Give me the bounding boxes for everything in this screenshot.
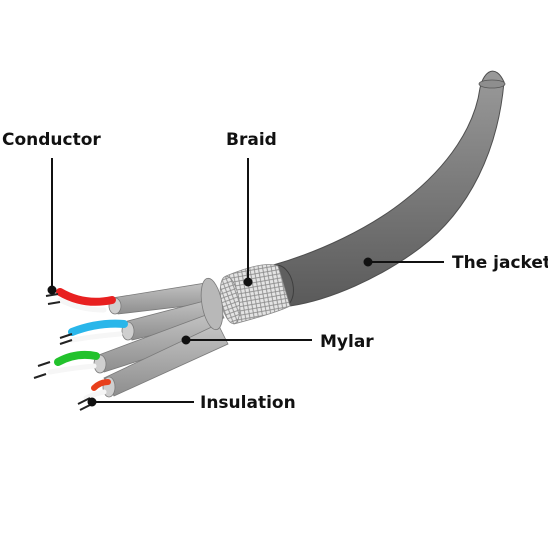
label-mylar: Mylar bbox=[320, 332, 374, 352]
leader-lines bbox=[47, 158, 444, 407]
leader-braid-dot bbox=[243, 277, 253, 287]
conductor-tip-red-2 bbox=[47, 301, 61, 305]
label-braid: Braid bbox=[226, 130, 277, 150]
wire-red-white bbox=[57, 297, 107, 313]
conductor-tip-red bbox=[45, 293, 59, 297]
cable-jacket bbox=[269, 70, 505, 307]
wire-blue-white bbox=[69, 331, 123, 343]
braid-group bbox=[219, 264, 291, 325]
wire-blue bbox=[68, 319, 128, 336]
leader-jacket-dot bbox=[363, 257, 373, 267]
conductor-tip-green-2 bbox=[33, 373, 47, 379]
wire-green-white bbox=[47, 363, 97, 375]
label-conductor: Conductor bbox=[2, 130, 101, 150]
conductor-tip-blue bbox=[59, 333, 73, 339]
jacket-top-end bbox=[478, 79, 506, 89]
conductor-tip-blue-2 bbox=[59, 339, 73, 345]
wire-orange-white bbox=[83, 389, 107, 401]
leader-mylar-dot bbox=[181, 335, 191, 345]
leader-conductor-dot bbox=[47, 285, 57, 295]
label-jacket: The jacket bbox=[452, 253, 548, 273]
conductor-tip-orange bbox=[77, 397, 91, 405]
label-insulation: Insulation bbox=[200, 393, 296, 413]
mylar-wrap-end bbox=[200, 277, 224, 331]
leader-insulation-dot bbox=[87, 397, 97, 407]
wire-red bbox=[56, 288, 116, 306]
jacket-group bbox=[266, 70, 506, 308]
wires-group bbox=[33, 288, 128, 411]
wire-orange bbox=[91, 379, 111, 391]
wire-green bbox=[54, 350, 100, 366]
conductor-tip-green bbox=[37, 361, 51, 367]
